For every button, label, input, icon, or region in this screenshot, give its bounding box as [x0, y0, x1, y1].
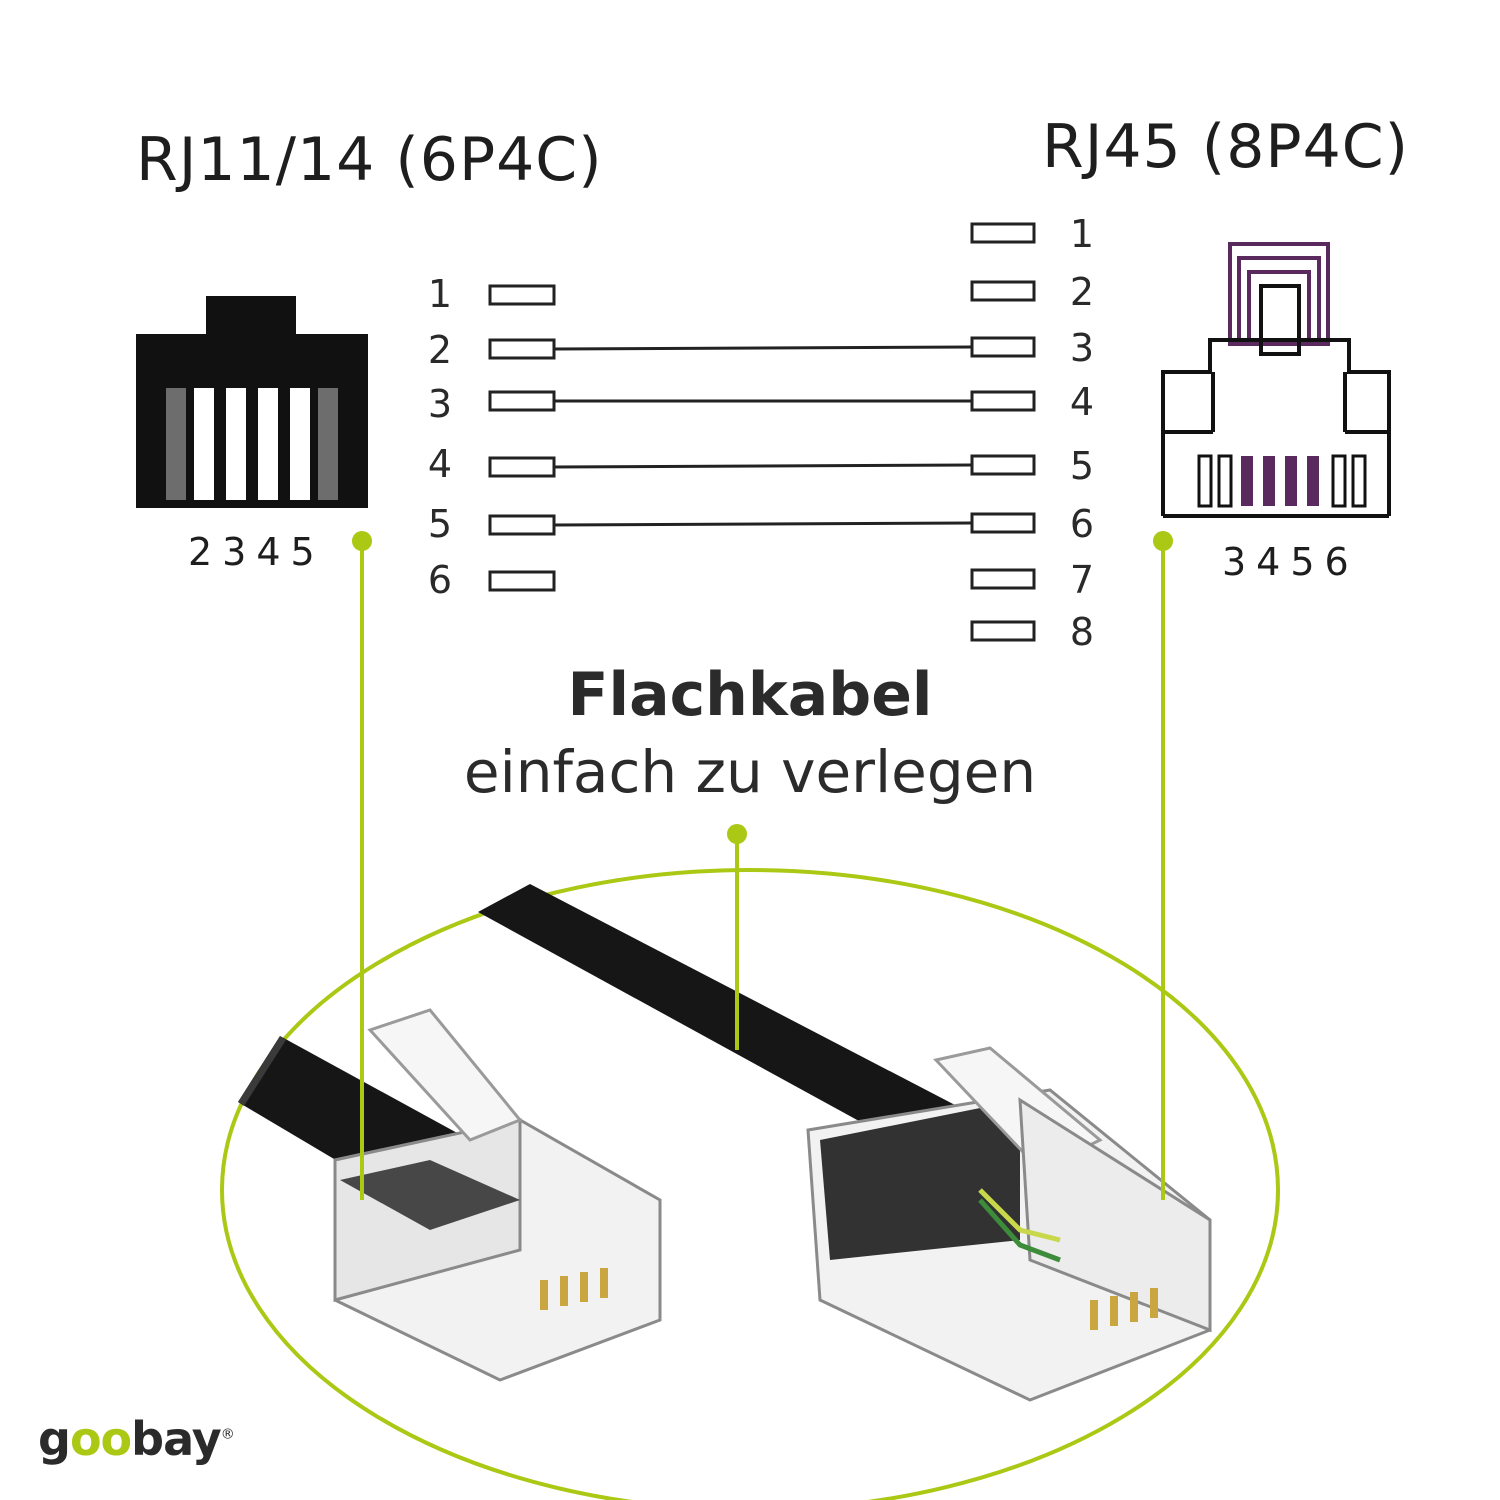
- left-pin-number: 3: [427, 382, 453, 426]
- cable-segment-right: [478, 884, 980, 1160]
- goobay-logo: goobay®: [38, 1412, 235, 1466]
- rj11-plug: [333, 1008, 662, 1382]
- right-pin-number: 5: [1069, 444, 1095, 488]
- right-pin-number: 6: [1069, 502, 1095, 546]
- wiring-schematic: [488, 222, 1036, 642]
- rj11-pin-5: [290, 388, 310, 500]
- rj45-title: RJ45 (8P4C): [1042, 112, 1410, 182]
- right-pin-box: [970, 222, 1036, 244]
- caption-headline: Flachkabel: [567, 660, 933, 730]
- wire: [553, 521, 973, 527]
- right-pin-number: 8: [1069, 610, 1095, 654]
- right-pin-box: [970, 568, 1036, 590]
- rj11-front-icon: [136, 296, 368, 508]
- right-pin-number: 3: [1069, 326, 1095, 370]
- left-pin-box: [488, 284, 556, 306]
- wire: [553, 463, 973, 469]
- rj11-pin-1: [166, 388, 186, 500]
- left-pin-number: 6: [427, 558, 453, 602]
- right-pin-number: 4: [1069, 380, 1095, 424]
- left-pin-number: 1: [427, 272, 453, 316]
- right-pin-box: [970, 620, 1036, 642]
- rj11-pin-3: [226, 388, 246, 500]
- left-pin-number: 2: [427, 328, 453, 372]
- left-pin-box: [488, 570, 556, 592]
- rj45-front-icon: [1161, 242, 1391, 518]
- left-pin-number: 5: [427, 502, 453, 546]
- rj11-pin-2: [194, 388, 214, 500]
- caption-subline: einfach zu verlegen: [463, 738, 1037, 806]
- right-pin-number: 1: [1069, 212, 1095, 256]
- rj45-pin-labels: 3456: [1222, 540, 1359, 584]
- left-pin-number: 4: [427, 442, 453, 486]
- callout-dot-rj45: [1153, 531, 1173, 551]
- rj11-pin-labels: 2345: [188, 530, 325, 574]
- rj45-plug: [806, 1046, 1212, 1402]
- wire: [553, 345, 973, 351]
- rj11-pin-4: [258, 388, 278, 500]
- right-pin-number: 7: [1069, 558, 1095, 602]
- rj11-title: RJ11/14 (6P4C): [136, 125, 603, 195]
- callout-dot-rj11: [352, 531, 372, 551]
- callout-dot-cable: [727, 824, 747, 844]
- rj11-pin-6: [318, 388, 338, 500]
- callout-ellipse: [220, 868, 1280, 1500]
- right-pin-box: [970, 280, 1036, 302]
- right-pin-number: 2: [1069, 270, 1095, 314]
